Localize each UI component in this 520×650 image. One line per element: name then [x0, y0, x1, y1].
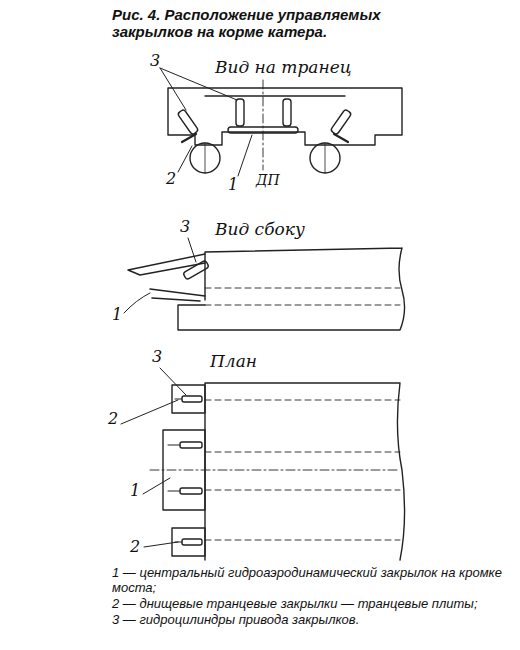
callout-number: 3 [150, 52, 160, 70]
hidden-line [205, 288, 400, 305]
leader-line [121, 400, 178, 424]
view-name: Вид сбоку [215, 220, 305, 240]
cylinder [177, 109, 198, 135]
hull-side [178, 248, 405, 330]
cylinder [182, 539, 202, 545]
leader-line [143, 478, 170, 494]
rod [175, 399, 182, 400]
view-name: Вид на транец [215, 58, 352, 78]
view-name: План [210, 352, 257, 372]
legend-note: 2 — днищевые транцевые закрылки — транце… [112, 597, 504, 612]
legend-note: 1 — центральный гидроаэродинамический за… [112, 566, 504, 596]
central-flap-plan [163, 430, 205, 510]
figure-title: Рис. 4. Расположение управляемых закрылк… [112, 6, 402, 41]
propeller-axis [325, 143, 326, 173]
propeller-left [190, 143, 220, 173]
cylinder [330, 109, 351, 135]
central-flap [150, 289, 205, 301]
cylinder [180, 488, 202, 494]
leader-line [144, 542, 178, 547]
transom-flap [182, 134, 348, 142]
callout-number: 3 [180, 218, 190, 236]
centerline [150, 470, 400, 471]
propeller-right [310, 143, 340, 173]
leader-line [160, 368, 186, 395]
leader-line [188, 238, 196, 262]
leader-line [238, 135, 252, 176]
bridge-wedge [128, 254, 205, 275]
cylinder [183, 260, 210, 280]
callout-number: 2 [108, 410, 118, 428]
callout-number: 1 [112, 306, 122, 324]
callout-number: 1 [130, 482, 140, 500]
cylinder [182, 396, 202, 402]
callout-number: 3 [152, 348, 162, 366]
callout-number: 2 [130, 538, 140, 556]
legend-note: 3 — гидроцилиндры привода закрылков. [112, 613, 504, 628]
propeller-axis [205, 143, 206, 173]
rod [168, 445, 180, 491]
callout-number: 1 [228, 176, 238, 194]
callout-number: 2 [166, 170, 176, 188]
leader-line [178, 146, 192, 172]
cylinder [283, 99, 291, 126]
centerline [263, 80, 264, 170]
hull-plan [205, 383, 405, 560]
cylinder [236, 99, 244, 126]
leader-line [124, 293, 150, 313]
callout-number: ДП [256, 172, 280, 188]
cylinder [180, 442, 202, 448]
transom-plate [172, 385, 205, 413]
transom-outline [168, 88, 402, 145]
